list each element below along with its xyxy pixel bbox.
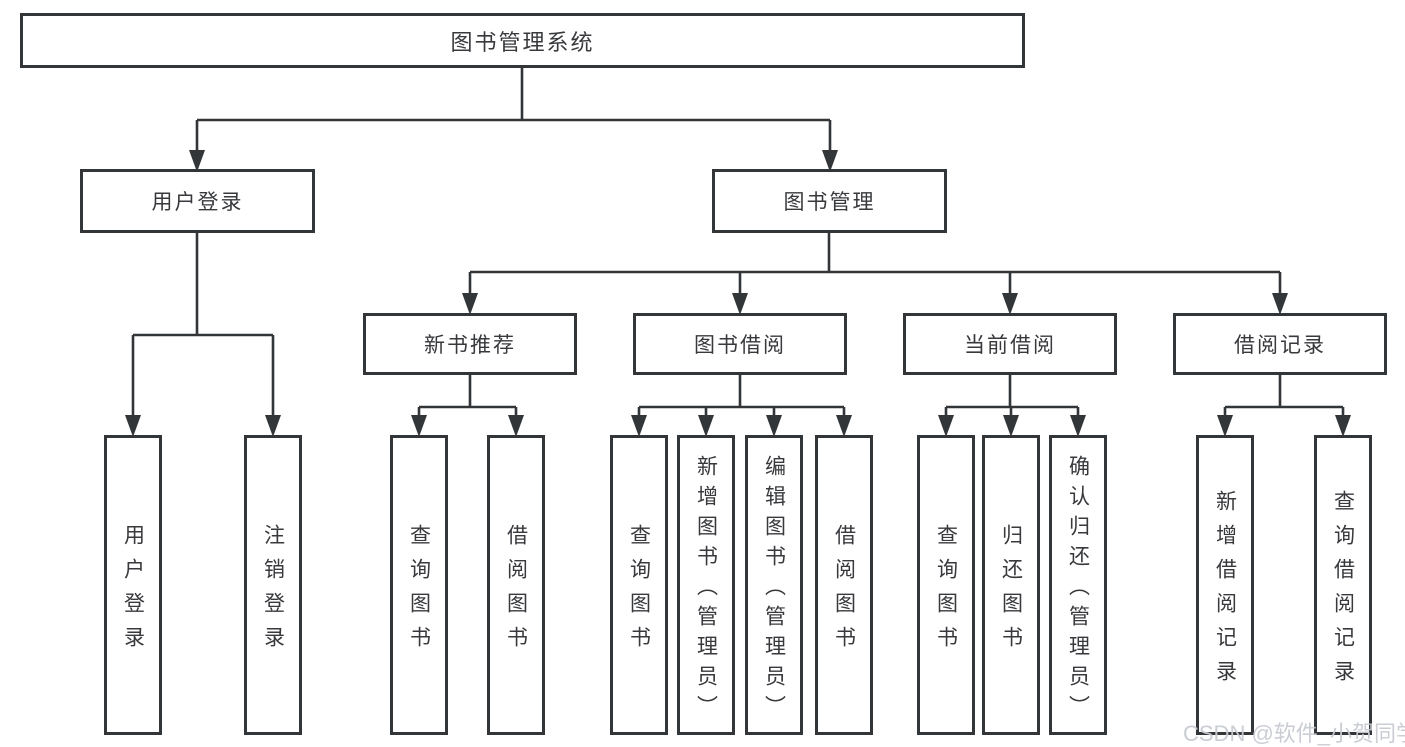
node-current-borrowing: 当前借阅 <box>903 313 1117 375</box>
arrowhead <box>938 415 954 437</box>
node-new-book-recommendation: 新书推荐 <box>363 313 577 375</box>
leaf-user-login-label: 用户登录 <box>121 523 145 660</box>
arrowhead <box>698 415 714 437</box>
node-borrowing-records-label: 借阅记录 <box>1234 334 1326 357</box>
node-root-label: 图书管理系统 <box>450 29 595 55</box>
arrowhead <box>766 415 782 437</box>
leaf-query-books-recommend-label: 查询图书 <box>407 523 431 660</box>
node-root: 图书管理系统 <box>20 13 1025 68</box>
arrowhead <box>1003 415 1019 437</box>
leaf-query-books-borrowing-label: 查询图书 <box>627 523 651 660</box>
leaf-add-borrow-record: 新增借阅记录 <box>1196 435 1254 735</box>
leaf-return-books-label: 归还图书 <box>999 523 1023 660</box>
leaf-borrow-books-borrowing-label: 借阅图书 <box>832 523 856 660</box>
arrowhead <box>1335 415 1351 437</box>
node-book-borrowing-label: 图书借阅 <box>694 334 786 357</box>
node-new-book-recommendation-label: 新书推荐 <box>424 334 516 357</box>
arrowhead <box>1002 293 1018 315</box>
arrowhead <box>1217 415 1233 437</box>
leaf-edit-book-admin-label: 编辑图书（管理员） <box>762 454 786 725</box>
arrowhead <box>836 415 852 437</box>
arrowhead <box>1272 293 1288 315</box>
leaf-add-book-admin-label: 新增图书（管理员） <box>694 454 718 725</box>
arrowhead <box>631 415 647 437</box>
arrowhead <box>265 415 281 437</box>
leaf-logout: 注销登录 <box>244 435 302 735</box>
leaf-confirm-return-admin-label: 确认归还（管理员） <box>1066 454 1090 725</box>
leaf-query-borrow-record: 查询借阅记录 <box>1314 435 1372 735</box>
leaf-logout-label: 注销登录 <box>261 523 285 660</box>
node-user-login-label: 用户登录 <box>151 191 244 214</box>
leaf-borrow-books-recommend: 借阅图书 <box>487 435 545 735</box>
arrowhead <box>732 293 748 315</box>
arrowhead <box>411 415 427 437</box>
node-user-login: 用户登录 <box>80 169 315 233</box>
leaf-query-books-recommend: 查询图书 <box>390 435 448 735</box>
arrowhead <box>508 415 524 437</box>
arrowhead <box>1070 415 1086 437</box>
leaf-confirm-return-admin: 确认归还（管理员） <box>1049 435 1107 735</box>
arrowhead <box>189 150 205 172</box>
leaf-add-book-admin: 新增图书（管理员） <box>677 435 735 735</box>
leaf-borrow-books-borrowing: 借阅图书 <box>815 435 873 735</box>
node-borrowing-records: 借阅记录 <box>1173 313 1387 375</box>
leaf-borrow-books-recommend-label: 借阅图书 <box>504 523 528 660</box>
leaf-query-borrow-record-label: 查询借阅记录 <box>1331 489 1355 694</box>
leaf-return-books: 归还图书 <box>982 435 1040 735</box>
watermark: CSDN @软件_小贺同学 <box>1183 721 1405 746</box>
arrowhead <box>822 150 838 172</box>
leaf-user-login: 用户登录 <box>104 435 162 735</box>
node-current-borrowing-label: 当前借阅 <box>964 334 1056 357</box>
node-book-management-label: 图书管理 <box>783 191 876 214</box>
leaf-query-books-current-label: 查询图书 <box>934 523 958 660</box>
leaf-query-books-current: 查询图书 <box>917 435 975 735</box>
leaf-edit-book-admin: 编辑图书（管理员） <box>745 435 803 735</box>
arrowhead <box>462 293 478 315</box>
leaf-query-books-borrowing: 查询图书 <box>610 435 668 735</box>
leaf-add-borrow-record-label: 新增借阅记录 <box>1213 489 1237 694</box>
arrowhead <box>125 415 141 437</box>
node-book-borrowing: 图书借阅 <box>633 313 847 375</box>
node-book-management: 图书管理 <box>712 169 947 233</box>
